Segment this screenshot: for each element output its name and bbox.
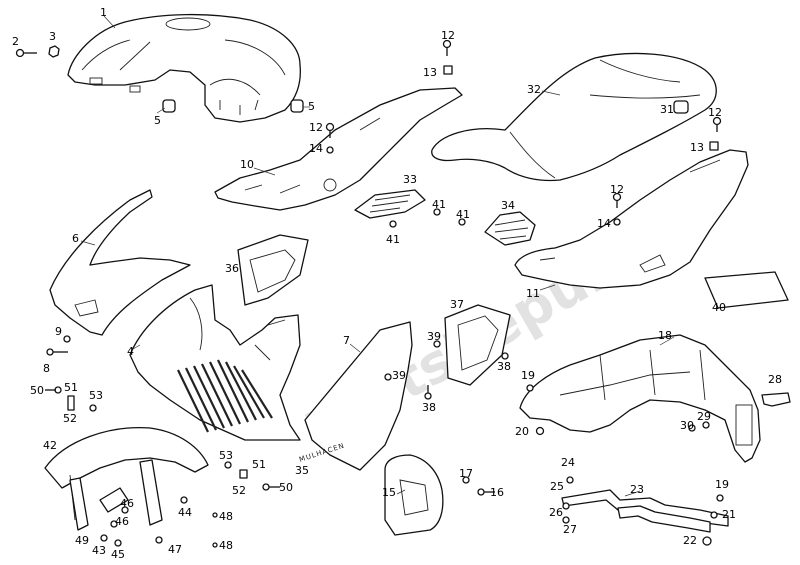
- callout-17: 17: [459, 467, 473, 480]
- callout-52a: 52: [63, 412, 77, 425]
- callout-21: 21: [722, 508, 736, 521]
- tank-screw-2: [15, 48, 37, 58]
- callout-7: 7: [343, 334, 350, 347]
- callout-1: 1: [100, 6, 107, 19]
- callout-12c: 12: [708, 106, 722, 119]
- callout-4: 4: [127, 345, 134, 358]
- callout-38b: 38: [422, 401, 436, 414]
- callout-12b: 12: [309, 121, 323, 134]
- callout-3: 3: [49, 30, 56, 43]
- callout-46b: 46: [115, 515, 129, 528]
- sprocket-cover: [384, 454, 444, 536]
- callout-42: 42: [43, 439, 57, 452]
- callout-25: 25: [550, 480, 564, 493]
- radiator-shroud: [129, 284, 301, 441]
- side-cover-right: [444, 304, 511, 386]
- callout-18: 18: [658, 329, 672, 342]
- callout-5a: 5: [154, 114, 161, 127]
- callout-43: 43: [92, 544, 106, 557]
- callout-33: 33: [403, 173, 417, 186]
- seat-bumper: [673, 100, 689, 114]
- rubber-mount-left: [162, 99, 176, 113]
- bracket-28: [761, 392, 791, 407]
- callout-19b: 19: [715, 478, 729, 491]
- callout-5b: 5: [308, 100, 315, 113]
- fuel-tank: [67, 13, 301, 123]
- seat: [431, 52, 717, 182]
- callout-13b: 13: [690, 141, 704, 154]
- callout-40: 40: [712, 301, 726, 314]
- rear-subframe: [519, 334, 761, 463]
- callout-12a: 12: [441, 29, 455, 42]
- license-plate: [704, 271, 789, 309]
- callout-26: 26: [549, 506, 563, 519]
- callout-15: 15: [382, 486, 396, 499]
- callout-50a: 50: [30, 384, 44, 397]
- callout-49: 49: [75, 534, 89, 547]
- callout-45: 45: [111, 548, 125, 561]
- callout-8: 8: [43, 362, 50, 375]
- grab-handle: [561, 489, 729, 533]
- callout-53b: 53: [219, 449, 233, 462]
- callout-38a: 38: [497, 360, 511, 373]
- callout-39b: 39: [392, 369, 406, 382]
- callout-32: 32: [527, 83, 541, 96]
- callouts: 1 2 3 4 5 5 6 7 8 9 10 11 12 12 12 12 13…: [12, 6, 782, 561]
- front-fairing: [49, 189, 191, 336]
- callout-41b: 41: [456, 208, 470, 221]
- callout-13a: 13: [423, 66, 437, 79]
- callout-41c: 41: [386, 233, 400, 246]
- callout-51a: 51: [64, 381, 78, 394]
- mesh-insert-33: [354, 189, 426, 219]
- callout-39a: 39: [427, 330, 441, 343]
- callout-53a: 53: [89, 389, 103, 402]
- callout-23: 23: [630, 483, 644, 496]
- callout-6: 6: [72, 232, 79, 245]
- callout-16: 16: [490, 486, 504, 499]
- callout-19a: 19: [521, 369, 535, 382]
- front-fender: [44, 426, 209, 531]
- callout-44: 44: [178, 506, 192, 519]
- callout-37: 37: [450, 298, 464, 311]
- callout-11: 11: [526, 287, 540, 300]
- callout-30: 30: [680, 419, 694, 432]
- callout-14a: 14: [309, 142, 323, 155]
- callout-46a: 46: [120, 497, 134, 510]
- callout-10: 10: [240, 158, 254, 171]
- side-cover-left: [237, 234, 309, 306]
- callout-51b: 51: [252, 458, 266, 471]
- callout-35: 35: [295, 464, 309, 477]
- callout-48b: 48: [219, 539, 233, 552]
- callout-2: 2: [12, 35, 19, 48]
- fasteners: [45, 39, 724, 548]
- callout-27: 27: [563, 523, 577, 536]
- radiator-grill: [177, 359, 273, 433]
- callout-41a: 41: [432, 198, 446, 211]
- callout-14b: 14: [597, 217, 611, 230]
- mesh-insert-34: [484, 211, 536, 246]
- callout-9: 9: [55, 325, 62, 338]
- callout-36: 36: [225, 262, 239, 275]
- callout-52b: 52: [232, 484, 246, 497]
- callout-31: 31: [660, 103, 674, 116]
- rubber-mount-right: [290, 99, 304, 113]
- callout-22: 22: [683, 534, 697, 547]
- side-rail-panel: [214, 87, 463, 211]
- callout-28: 28: [768, 373, 782, 386]
- callout-48a: 48: [219, 510, 233, 523]
- callout-24: 24: [561, 456, 575, 469]
- callout-29: 29: [697, 410, 711, 423]
- rear-tail-fairing: [514, 149, 749, 289]
- tank-nut-3: [48, 45, 60, 58]
- leader-lines: [80, 15, 675, 497]
- callout-20: 20: [515, 425, 529, 438]
- callout-34: 34: [501, 199, 515, 212]
- callout-12d: 12: [610, 183, 624, 196]
- callout-50b: 50: [279, 481, 293, 494]
- callout-47: 47: [168, 543, 182, 556]
